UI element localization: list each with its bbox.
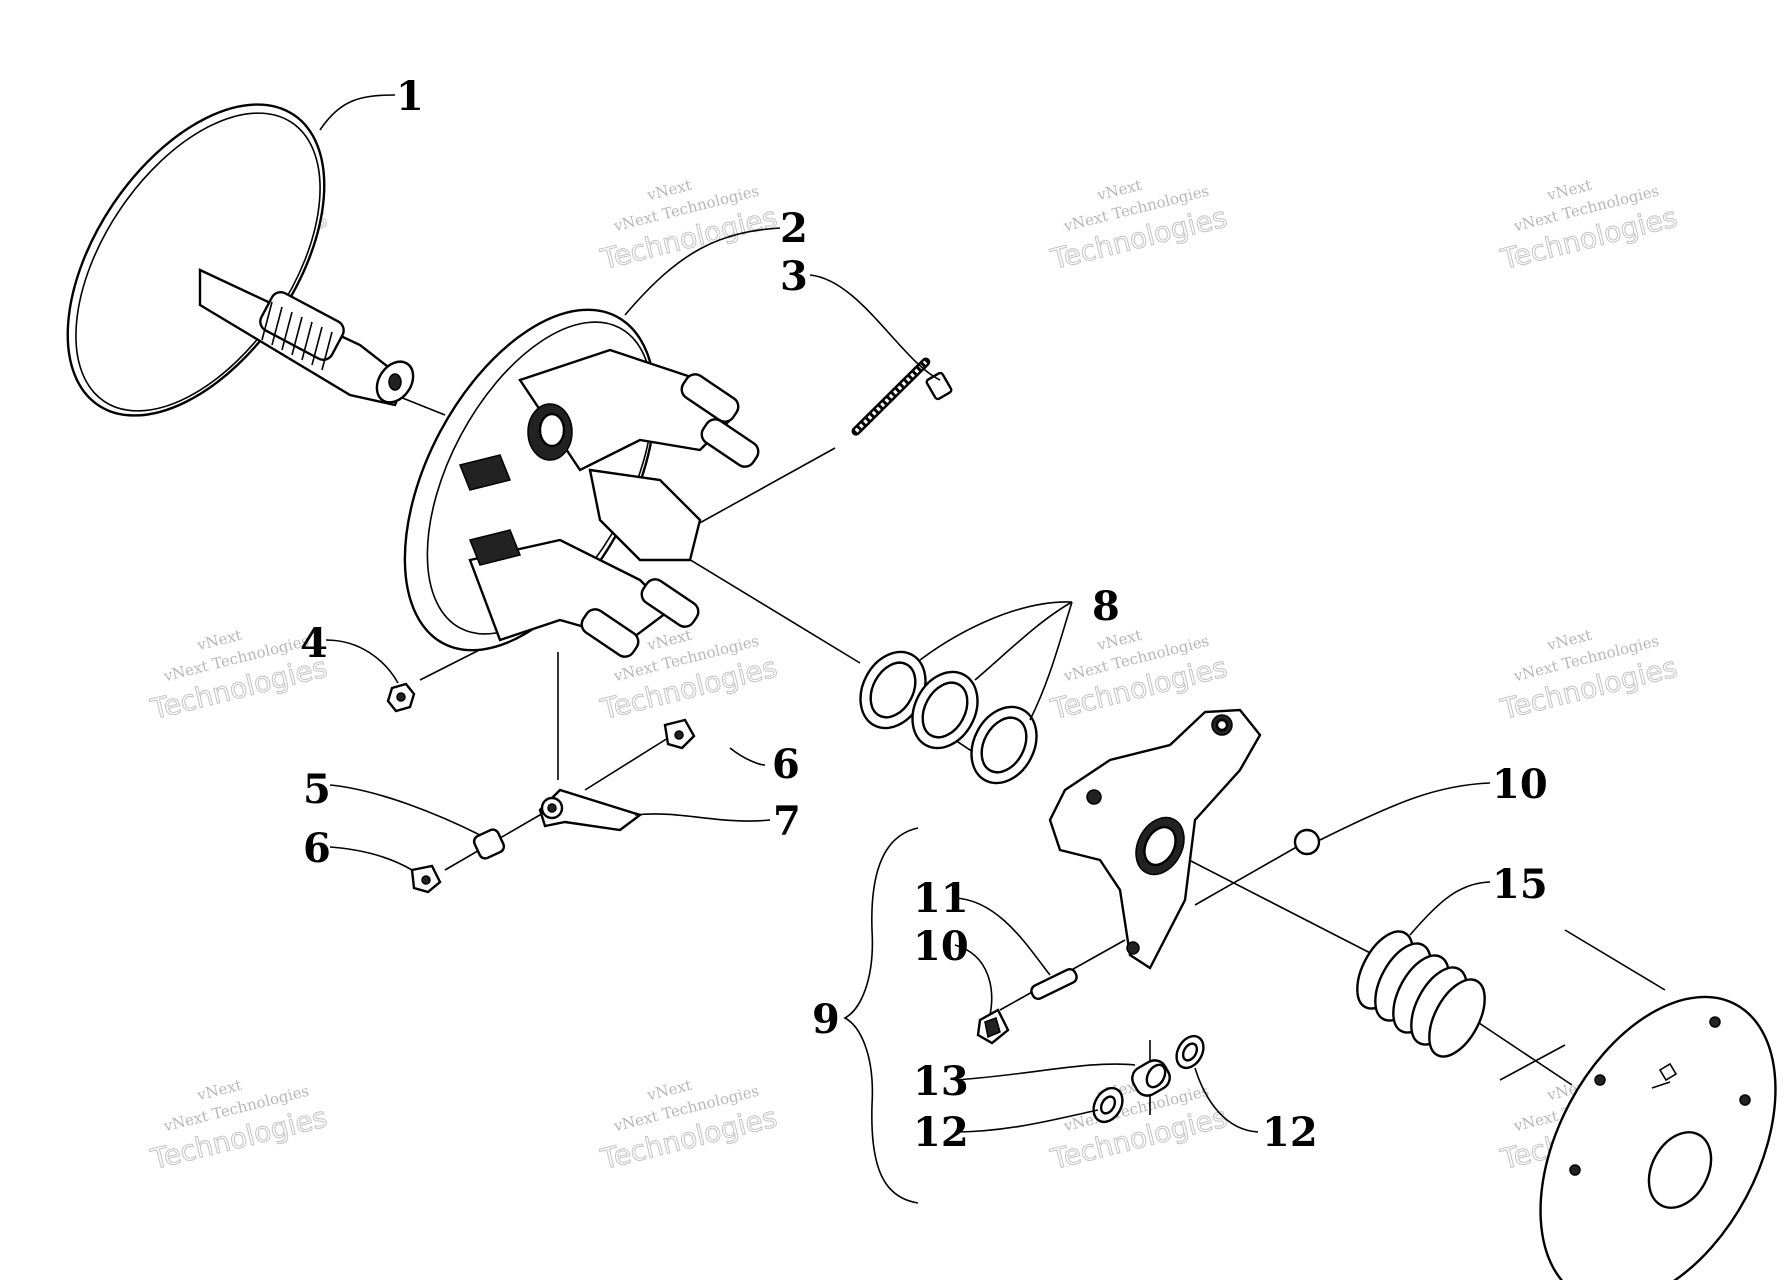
callout-3: 3 — [780, 253, 808, 300]
part-4-nut — [386, 682, 416, 713]
callout-2: 2 — [780, 205, 808, 252]
callout-10: 10 — [1492, 761, 1548, 808]
watermark: vNext vNext Technologies Technologies — [596, 1076, 780, 1177]
callout-5: 5 — [303, 766, 331, 813]
watermark: vNext vNext Technologies Technologies — [596, 176, 780, 277]
part-7-weight-arm — [538, 788, 643, 832]
part-8-shims — [859, 650, 1038, 785]
part-11-pin — [1030, 968, 1078, 1000]
watermark: vNext vNext Technologies Technologies — [146, 1076, 330, 1177]
leader-lines — [319, 94, 1491, 1204]
part-3-bolt — [851, 357, 953, 436]
callout-1: 1 — [396, 73, 424, 120]
callout-4: 4 — [300, 620, 328, 667]
callout-15: 15 — [1492, 861, 1548, 908]
part-13-roller — [1131, 1059, 1171, 1097]
callout-10: 10 — [913, 923, 969, 970]
callout-labels: 1 2 3 4 5 6 6 7 8 9 10 10 11 12 12 13 15 — [300, 73, 1548, 1156]
callout-6: 6 — [772, 741, 800, 788]
callout-11: 11 — [913, 875, 969, 922]
callout-7: 7 — [773, 798, 801, 845]
watermark: vNext vNext Technologies Technologies — [1046, 176, 1230, 277]
part-12-washer — [1175, 1034, 1205, 1070]
part-10-button — [1293, 828, 1321, 856]
part-1-sheave — [66, 103, 415, 417]
callout-8: 8 — [1092, 583, 1120, 630]
callout-13: 13 — [913, 1058, 969, 1105]
part-15-spring — [1356, 930, 1486, 1058]
part-5-bushing — [472, 828, 506, 860]
part-10-button — [976, 1008, 1010, 1045]
cover-plate — [1539, 995, 1777, 1280]
watermark: vNext vNext Technologies Technologies — [1496, 176, 1680, 277]
thread-lines — [261, 301, 333, 371]
watermark: vNext vNext Technologies Technologies — [1496, 626, 1680, 727]
callout-12: 12 — [1262, 1109, 1318, 1156]
part-12-washer — [1092, 1086, 1124, 1124]
part-6-washer — [663, 718, 696, 750]
callout-6: 6 — [303, 825, 331, 872]
part-6-washer — [410, 864, 442, 894]
callout-9: 9 — [812, 996, 840, 1043]
part-2-spider-housing — [403, 308, 760, 658]
part-9-spider-arm — [1048, 708, 1262, 970]
callout-12: 12 — [913, 1109, 969, 1156]
